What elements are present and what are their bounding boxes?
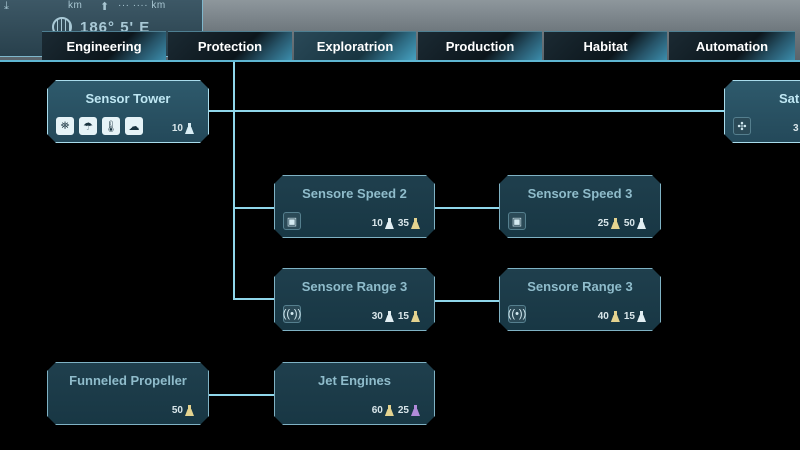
tab-exploration[interactable]: Exploratrion (294, 31, 416, 61)
flask-icon (385, 218, 394, 229)
tech-node-title: Funneled Propeller (69, 373, 187, 388)
tech-node-funneled-propeller[interactable]: Funneled Propeller 50 (47, 362, 209, 425)
signal-icon: ((•)) (508, 305, 526, 323)
signal-icon: ((•)) (283, 305, 301, 323)
flask-icon (637, 218, 646, 229)
research-cost: 30 15 (372, 311, 422, 322)
connector-line (233, 207, 275, 209)
tab-habitat[interactable]: Habitat (544, 31, 667, 61)
chip-icon: ▣ (508, 212, 526, 230)
tech-node-title: Sensor Tower (85, 91, 171, 106)
research-cost: 10 35 (372, 218, 422, 229)
thermometer-icon: 🌡 (102, 117, 120, 135)
tech-node-sensore-range-3[interactable]: Sensore Range 3 ((•)) 30 15 (274, 268, 435, 331)
research-cost: 40 15 (598, 311, 648, 322)
connector-line (434, 207, 500, 209)
research-cost: 60 25 (372, 405, 422, 416)
research-cost: 3 (793, 123, 799, 134)
flask-icon (637, 311, 646, 322)
tech-node-title: Sensore Range 3 (527, 279, 633, 294)
tech-node-title: Sensore Speed 3 (527, 186, 633, 201)
download-icon[interactable]: ⤓ (4, 0, 9, 12)
satellite-icon: ✣ (733, 117, 751, 135)
tech-node-sat[interactable]: Sat ✣ 3 (724, 80, 800, 143)
category-tabs: Engineering Protection Exploratrion Prod… (0, 31, 800, 62)
flask-icon (611, 311, 620, 322)
cloud-rain-icon: ☂ (79, 117, 97, 135)
connector-line (208, 394, 275, 396)
connector-line (208, 110, 728, 112)
tech-node-title: Jet Engines (318, 373, 391, 388)
tech-node-title: Sensore Speed 2 (302, 186, 407, 201)
flask-icon (385, 405, 394, 416)
connector-line (233, 62, 235, 299)
tech-node-sensor-tower[interactable]: Sensor Tower ⛯ ☂ 🌡 ☁ 10 (47, 80, 209, 143)
cloud-wind-icon: ☁ (125, 117, 143, 135)
tech-node-sensore-range-3-second[interactable]: Sensore Range 3 ((•)) 40 15 (499, 268, 661, 331)
chip-icon: ▣ (283, 212, 301, 230)
tech-node-title: Sat (779, 91, 800, 106)
research-cost: 25 50 (598, 218, 648, 229)
flask-icon (611, 218, 620, 229)
tab-underline (0, 60, 800, 62)
flask-icon (185, 405, 194, 416)
hud-distance-left: km (68, 0, 83, 11)
tab-engineering[interactable]: Engineering (42, 31, 166, 61)
tab-automation[interactable]: Automation (669, 31, 795, 61)
tab-production[interactable]: Production (418, 31, 542, 61)
flask-icon (185, 123, 194, 134)
flask-icon (411, 311, 420, 322)
satellite-icon: ⛯ (56, 117, 74, 135)
tech-node-sensore-speed-3[interactable]: Sensore Speed 3 ▣ 25 50 (499, 175, 661, 238)
hud-distance-right: ··· ···· km (118, 0, 166, 11)
pin-icon: ⬆ (100, 1, 110, 13)
flask-icon (385, 311, 394, 322)
connector-line (434, 300, 500, 302)
flask-icon (411, 405, 420, 416)
connector-line (233, 298, 275, 300)
research-cost: 10 (172, 123, 196, 134)
tab-protection[interactable]: Protection (168, 31, 292, 61)
tech-node-sensore-speed-2[interactable]: Sensore Speed 2 ▣ 10 35 (274, 175, 435, 238)
tech-node-title: Sensore Range 3 (301, 279, 408, 294)
flask-icon (411, 218, 420, 229)
research-cost: 50 (172, 405, 196, 416)
tech-node-jet-engines[interactable]: Jet Engines 60 25 (274, 362, 435, 425)
